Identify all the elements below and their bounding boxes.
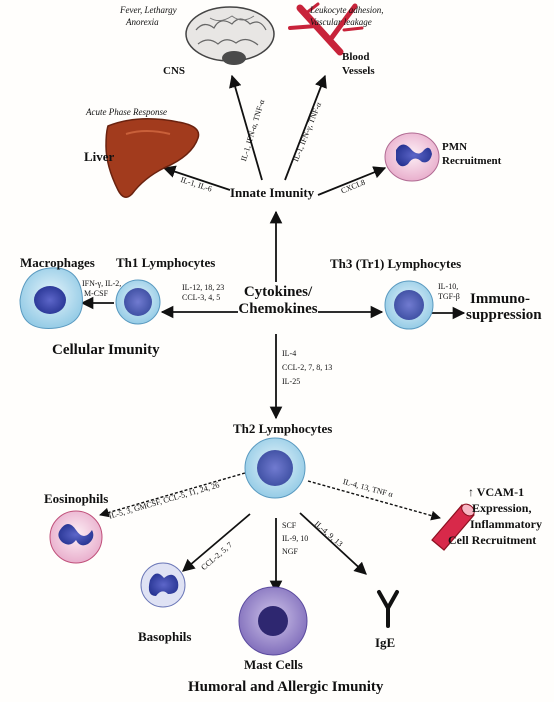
macrophage-signals-line2: M-CSF: [84, 289, 109, 298]
th3-label: Th3 (Tr1) Lymphocytes: [330, 256, 462, 271]
ige-antibody-icon: [377, 590, 399, 628]
liver-icon: [105, 118, 200, 198]
eosinophils-label: Eosinophils: [44, 491, 109, 506]
vessels-effect-line1: Leukocyte adhesion,: [310, 5, 384, 15]
mast-cells-label: Mast Cells: [244, 657, 303, 672]
immunosuppression-line1: Immuno-: [470, 291, 531, 307]
blood-vessel-icon: [288, 2, 364, 56]
center-label-line2: Chemokines: [238, 301, 318, 317]
macrophages-label: Macrophages: [20, 255, 95, 270]
th3-cell-icon: [384, 280, 434, 330]
th1-cell-icon: [115, 279, 161, 325]
center-label-line1: Cytokines/: [243, 284, 313, 300]
immunosuppression-line2: suppression: [466, 307, 542, 323]
vcam-line2: Expression,: [472, 501, 532, 515]
th2-signal-1: CCL-2, 7, 8, 13: [282, 363, 333, 372]
vcam-line4: Cell Recruitment: [448, 533, 537, 547]
liver-label: Liver: [84, 149, 115, 164]
macrophage-cell-icon: [19, 267, 83, 329]
pmn-label-line2: Recruitment: [442, 155, 502, 167]
innate-immunity-title: Innate Imunity: [230, 185, 315, 200]
basophil-cell-icon: [140, 562, 186, 608]
arrow-to-cns: [229, 74, 263, 181]
macrophage-signals-line1: IFN-γ, IL-2,: [82, 279, 122, 288]
arrow-to-vcam: [307, 480, 441, 521]
cns-effect-line1: Fever, Lethargy: [120, 5, 177, 15]
vcam-line3: Inflammatory: [470, 517, 542, 531]
vcam-line1: ↑ VCAM-1: [468, 485, 525, 499]
th1-label: Th1 Lymphocytes: [116, 255, 216, 270]
basophils-label: Basophils: [138, 629, 192, 644]
vessels-label-line2: Vessels: [342, 65, 375, 77]
mast-cell-icon: [238, 586, 308, 656]
vessels-label-line1: Blood: [342, 51, 370, 63]
cns-label: CNS: [163, 65, 186, 77]
mast-signal-0: SCF: [282, 521, 297, 530]
th1-signals-line2: CCL-3, 4, 5: [182, 293, 221, 302]
th2-signal-2: IL-25: [282, 377, 301, 386]
arrow-to-pmn: [317, 166, 387, 196]
arrow-to-basophils: [182, 513, 251, 572]
mast-signal-2: NGF: [282, 547, 299, 556]
cns-effect-line2: Anorexia: [126, 17, 159, 27]
pmn-cell-icon: [384, 132, 440, 182]
th2-cell-icon: [244, 437, 306, 499]
th3-signals-line2: TGF-β: [438, 292, 460, 301]
cellular-immunity-label: Cellular Imunity: [52, 342, 160, 358]
pmn-label-line1: PMN: [442, 141, 468, 153]
th3-signals-line1: IL-10,: [438, 282, 459, 291]
arrow-to-eosinophils: [99, 472, 246, 518]
liver-effect: Acute Phase Response: [86, 107, 167, 117]
eosinophil-cell-icon: [49, 510, 103, 564]
vessels-effect-line2: Vascular leakage: [310, 17, 372, 27]
th1-signals-line1: IL-12, 18, 23: [182, 283, 225, 292]
arrow-to-liver: [162, 165, 231, 191]
arrow-to-vessels: [284, 74, 327, 181]
humoral-immunity-label: Humoral and Allergic Imunity: [188, 679, 384, 695]
th2-signal-0: IL-4: [282, 349, 297, 358]
th2-label: Th2 Lymphocytes: [233, 421, 333, 436]
mast-signal-1: IL-9, 10: [282, 534, 309, 543]
vcam-vessel-icon: [431, 503, 475, 551]
ige-label: IgE: [375, 635, 396, 650]
brain-icon: [185, 6, 275, 65]
arrow-to-ige: [299, 512, 367, 575]
